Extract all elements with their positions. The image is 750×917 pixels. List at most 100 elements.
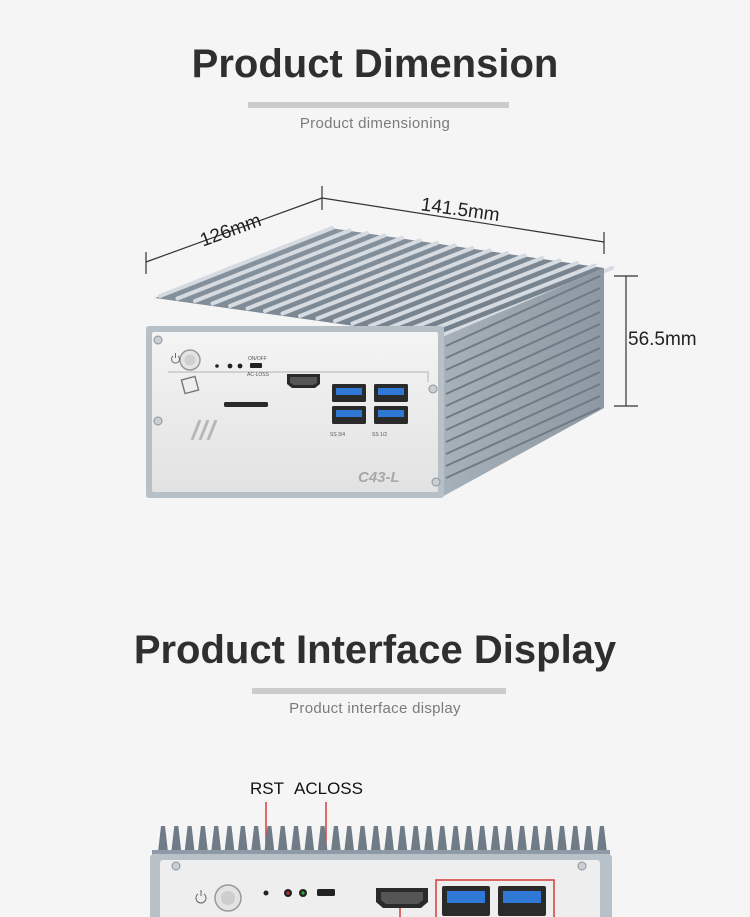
heatsink-fin [424, 826, 434, 852]
side-fin [445, 383, 601, 455]
heatsink-fin [583, 826, 594, 852]
panel-line [168, 371, 429, 382]
product-dimension-figure: 126mm 141.5mm 56.5mm ON/OFF AC-LOSS [145, 186, 697, 498]
heatsink-fin [158, 226, 334, 298]
usb-group-label: SS 1/2 [372, 432, 387, 438]
heatsink-fin [557, 826, 567, 852]
callout-label-acloss: ACLOSS [294, 779, 363, 798]
side-fin [445, 359, 601, 431]
heatsink-fins [158, 826, 607, 852]
heatsink-fin [211, 826, 222, 852]
screw-icon [153, 335, 441, 487]
heatsink-fin [210, 233, 387, 306]
heatsink-fin [224, 826, 235, 852]
power-button[interactable] [214, 884, 242, 912]
heatsink-fin [277, 826, 288, 852]
acloss-switch[interactable] [250, 363, 262, 368]
side-fins [445, 275, 601, 479]
side-fin [445, 407, 601, 479]
hdmi-port[interactable] [287, 374, 320, 388]
heatsink-fin [530, 826, 541, 852]
heatsink-fin [368, 256, 544, 328]
heatsink-fin [184, 826, 195, 852]
heatsink-fin [450, 826, 461, 852]
section-title-dimension: Product Dimension [191, 42, 559, 86]
heatsink-fin [317, 826, 328, 852]
heatsink-fin [280, 243, 457, 316]
led-indicator [301, 891, 305, 895]
usb-group-label: SS 3/4 [330, 432, 345, 438]
sd-card-slot[interactable] [224, 402, 268, 407]
usb-port[interactable] [332, 406, 366, 424]
heatsink-fin [251, 826, 262, 852]
height-label: 56.5mm [628, 329, 697, 350]
usb-port[interactable] [332, 384, 366, 402]
side-fin [445, 371, 601, 443]
height-dimension-line [614, 275, 638, 407]
screw-icon [577, 861, 587, 871]
heatsink-fin [503, 826, 514, 852]
heatsink-fin [370, 826, 381, 852]
section-title-interface: Product Interface Display [133, 628, 617, 672]
heatsink-fin [490, 826, 501, 852]
screw-icon [171, 861, 181, 871]
side-fin [445, 347, 601, 419]
rst-hole[interactable] [263, 890, 269, 896]
product-interface-figure: RST ACLOSS [150, 779, 612, 917]
title-underline [252, 688, 506, 694]
usb-port[interactable] [498, 886, 546, 916]
section-subtitle-dimension: Product dimensioning [299, 115, 451, 132]
heatsink-fin [517, 826, 528, 852]
switch-label: ON/OFF [248, 356, 267, 362]
heatsink-fin [350, 253, 527, 326]
heatsink-fin [304, 826, 315, 852]
side-fin [445, 395, 601, 467]
heatsink-fin [357, 826, 368, 852]
heatsink-fin [175, 228, 352, 301]
heatsink-fin [596, 826, 607, 852]
callout-label-rst: RST [250, 779, 284, 798]
stripe-decoration [190, 419, 218, 441]
heatsink-fin [264, 826, 275, 852]
side-fin [445, 323, 601, 395]
acloss-label: AC-LOSS [247, 372, 270, 378]
led-indicator [286, 891, 290, 895]
model-label: C43-L [358, 469, 400, 486]
title-underline [248, 102, 509, 108]
hdmi-port[interactable] [376, 888, 428, 908]
heatsink-fin [385, 258, 562, 331]
side-fin [445, 275, 601, 347]
heatsink-fin [330, 826, 341, 852]
heatsink-fin [420, 263, 597, 336]
acloss-switch[interactable] [317, 889, 335, 896]
heatsink-fin [384, 826, 395, 852]
heatsink-fin [397, 826, 408, 852]
usb-port[interactable] [374, 406, 408, 424]
side-fin [445, 311, 601, 383]
depth-label: 126mm [197, 210, 264, 251]
heatsink-fin [298, 246, 474, 318]
width-dimension-line [321, 197, 605, 254]
usb-port[interactable] [442, 886, 490, 916]
led-indicator [237, 363, 243, 369]
heatsink-fin [463, 826, 474, 852]
heatsink-fin [403, 261, 579, 333]
heatsink-fin [410, 826, 421, 852]
usb-callout-box [435, 879, 555, 917]
side-fin [445, 287, 601, 359]
heatsink-fin [333, 251, 509, 323]
heatsink-fin [245, 238, 422, 311]
power-icon [171, 353, 180, 364]
heatsink-fin [237, 826, 248, 852]
heatsink-fin [477, 826, 488, 852]
usb-port[interactable] [374, 384, 408, 402]
heatsink-fin [344, 826, 355, 852]
heatsink-fin [197, 826, 208, 852]
rst-hole[interactable] [215, 364, 219, 368]
power-button[interactable] [179, 349, 201, 371]
side-fin [445, 299, 601, 371]
heatsink-fin [263, 241, 439, 313]
heatsink-fin [543, 826, 554, 852]
section-subtitle-interface: Product interface display [289, 700, 461, 717]
heatsink-fin [570, 826, 581, 852]
